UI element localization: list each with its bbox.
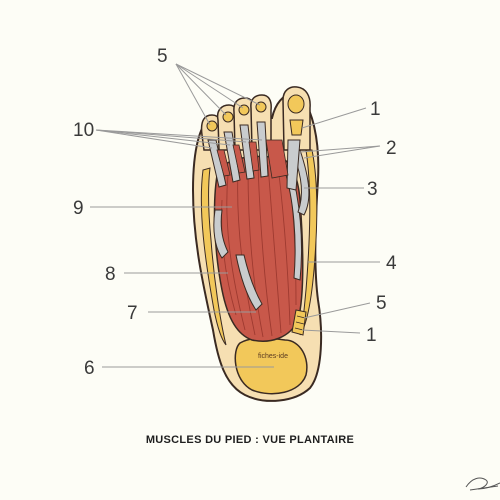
label-7: 7 — [127, 303, 138, 324]
label-4: 4 — [386, 253, 397, 274]
medial-fat-strip — [200, 167, 227, 346]
leader-lines — [90, 63, 381, 368]
label-9: 9 — [73, 198, 84, 219]
medial-grey-band — [213, 209, 229, 259]
muscle-fibers — [221, 164, 297, 338]
heel-fat-pad — [234, 337, 308, 395]
lower-grey-band — [235, 254, 263, 311]
labels: 5 10 9 8 7 6 1 2 3 4 5 1 — [73, 46, 397, 379]
label-6: 6 — [84, 358, 95, 379]
watermark: fiches-ide — [258, 353, 288, 360]
label-3: 3 — [367, 179, 378, 200]
label-5-top: 5 — [157, 46, 168, 67]
label-8: 8 — [105, 264, 116, 285]
abductor-hallucis-tendon — [283, 164, 303, 281]
label-5-right: 5 — [376, 293, 387, 314]
label-2: 2 — [386, 138, 397, 159]
label-1-top: 1 — [370, 99, 381, 120]
label-1-bottom: 1 — [366, 325, 377, 346]
lumbrical-muscles — [216, 139, 289, 179]
plantar-ligament-stripes — [291, 309, 307, 336]
signature-scribble — [465, 477, 500, 491]
lateral-fat-strip — [299, 149, 318, 336]
label-10: 10 — [73, 120, 94, 141]
diagram-caption: MUSCLES DU PIED : VUE PLANTAIRE — [146, 434, 354, 446]
